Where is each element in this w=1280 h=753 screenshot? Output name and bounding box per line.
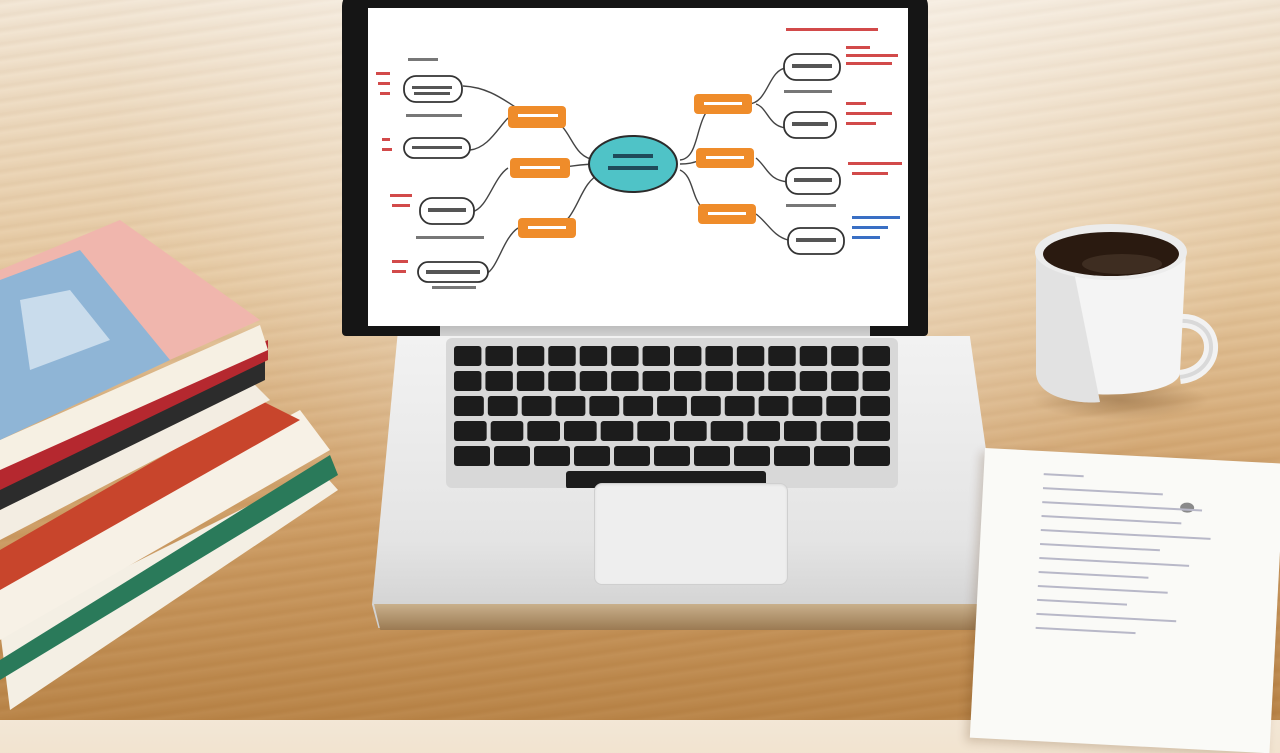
keyboard-key: [854, 446, 890, 466]
keyboard-key: [694, 446, 730, 466]
laptop-keyboard: [446, 338, 898, 488]
keyboard-key: [642, 346, 670, 366]
keyboard-key: [799, 346, 828, 366]
keyboard-key: [527, 421, 560, 441]
keyboard-key: [534, 446, 570, 466]
keyboard-key: [516, 371, 545, 391]
keyboard-key: [548, 346, 576, 366]
keyboard-key: [705, 346, 733, 366]
keyboard-key: [611, 371, 639, 391]
mind-map-center-node: [588, 135, 678, 193]
keyboard-key: [490, 421, 524, 441]
mind-map-annotations: [376, 28, 902, 289]
keyboard-key: [826, 396, 857, 416]
keyboard-key: [521, 396, 552, 416]
keyboard-key: [690, 396, 721, 416]
keyboard-key: [623, 396, 654, 416]
keyboard-key: [857, 421, 890, 441]
keyboard-key: [734, 446, 770, 466]
keyboard-key: [814, 446, 850, 466]
keyboard-key: [758, 396, 789, 416]
keyboard-key: [611, 346, 639, 366]
keyboard-key: [454, 396, 484, 416]
keyboard-key: [820, 421, 854, 441]
keyboard-key: [574, 446, 610, 466]
keyboard-key: [579, 346, 608, 366]
keyboard-key: [831, 371, 859, 391]
keyboard-key: [747, 421, 780, 441]
keyboard-key: [799, 371, 828, 391]
keyboard-key: [768, 346, 796, 366]
keyboard-key: [736, 371, 765, 391]
keyboard-key: [548, 371, 576, 391]
keyboard-key: [705, 371, 733, 391]
keyboard-key: [454, 371, 482, 391]
desk-scene: [0, 0, 1280, 720]
keyboard-key: [736, 346, 765, 366]
keyboard-key: [674, 371, 702, 391]
keyboard-key: [454, 346, 482, 366]
keyboard-key: [724, 396, 755, 416]
keyboard-key: [579, 371, 608, 391]
books-stack: [0, 220, 338, 710]
mind-map-diagram: [376, 28, 902, 289]
keyboard-key: [485, 371, 513, 391]
keyboard-key: [614, 446, 650, 466]
keyboard-key: [454, 421, 487, 441]
keyboard-key: [564, 421, 597, 441]
keyboard-key: [784, 421, 817, 441]
keyboard-key: [768, 371, 796, 391]
keyboard-key: [860, 396, 890, 416]
laptop-trackpad: [594, 483, 788, 585]
laptop-base-edge: [374, 604, 1006, 630]
keyboard-key: [862, 371, 890, 391]
paper-notes: [969, 448, 1280, 753]
keyboard-key: [792, 396, 823, 416]
keyboard-key: [710, 421, 744, 441]
keyboard-key: [600, 421, 634, 441]
coffee-mug: [1035, 224, 1218, 403]
keyboard-key: [485, 346, 513, 366]
keyboard-key: [516, 346, 545, 366]
keyboard-key: [642, 371, 670, 391]
handwritten-lines: [1035, 473, 1263, 652]
keyboard-key: [774, 446, 810, 466]
keyboard-key: [654, 446, 690, 466]
keyboard-key: [487, 396, 518, 416]
keyboard-key: [831, 346, 859, 366]
keyboard-key: [674, 346, 702, 366]
keyboard-key: [589, 396, 620, 416]
keyboard-key: [862, 346, 890, 366]
keyboard-key: [555, 396, 586, 416]
keyboard-key: [637, 421, 670, 441]
keyboard-key: [494, 446, 530, 466]
keyboard-key: [657, 396, 687, 416]
keyboard-key: [674, 421, 707, 441]
laptop-screen: [368, 8, 908, 326]
keyboard-key: [454, 446, 490, 466]
